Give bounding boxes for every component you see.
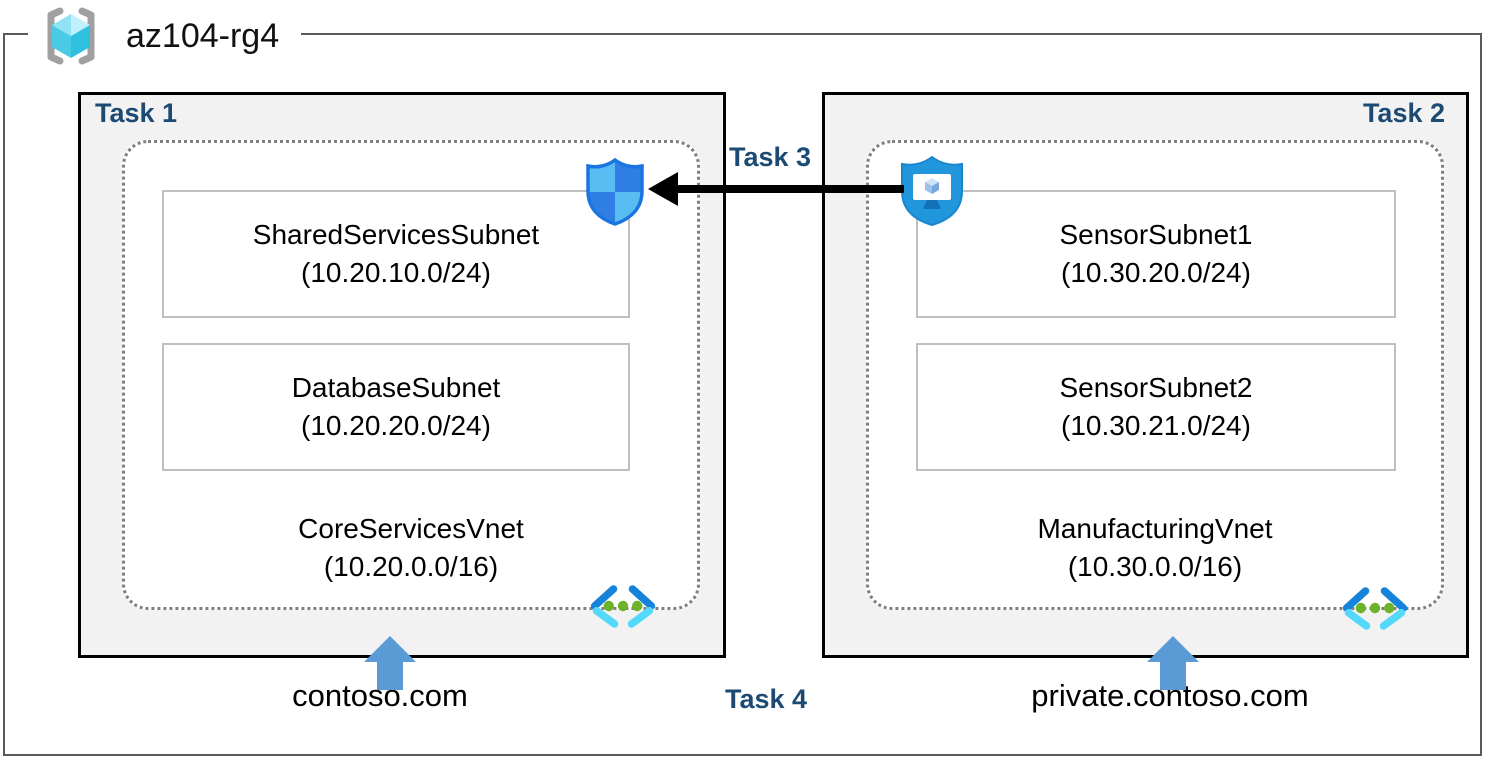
core-services-vnet-label: CoreServicesVnet (10.20.0.0/16) <box>122 510 700 586</box>
resource-group-icon <box>38 5 104 67</box>
vnet-cidr: (10.30.0.0/16) <box>1067 551 1243 582</box>
subnet-name: SensorSubnet2 <box>1059 372 1253 403</box>
sensor-subnet2-box: SensorSubnet2 (10.30.21.0/24) <box>916 343 1396 471</box>
resource-group-legend: az104-rg4 <box>28 0 302 72</box>
virtual-network-icon <box>588 584 658 628</box>
task1-label: Task 1 <box>95 98 178 128</box>
subnet-cidr: (10.20.20.0/24) <box>301 410 491 441</box>
subnet-cidr: (10.30.21.0/24) <box>1061 410 1251 441</box>
vnet-cidr: (10.20.0.0/16) <box>323 551 499 582</box>
up-arrow-icon <box>1147 636 1199 690</box>
vnet-name: ManufacturingVnet <box>1037 513 1273 544</box>
shielded-vm-icon <box>898 154 966 228</box>
task4-label: Task 4 <box>724 684 808 714</box>
shared-services-subnet-box: SharedServicesSubnet (10.20.10.0/24) <box>162 190 630 318</box>
manufacturing-vnet-label: ManufacturingVnet (10.30.0.0/16) <box>866 510 1444 586</box>
resource-group-title: az104-rg4 <box>126 16 280 55</box>
subnet-name: SharedServicesSubnet <box>252 219 540 250</box>
subnet-cidr: (10.20.10.0/24) <box>301 257 491 288</box>
nsg-shield-icon <box>585 157 645 227</box>
task3-label: Task 3 <box>728 142 812 172</box>
task2-label: Task 2 <box>1362 98 1445 128</box>
database-subnet-box: DatabaseSubnet (10.20.20.0/24) <box>162 343 630 471</box>
subnet-name: SensorSubnet1 <box>1059 219 1253 250</box>
virtual-network-icon <box>1340 586 1410 630</box>
left-arrow-icon <box>644 168 904 210</box>
up-arrow-icon <box>364 636 416 690</box>
resource-group-frame <box>3 33 1482 756</box>
sensor-subnet1-box: SensorSubnet1 (10.30.20.0/24) <box>916 190 1396 318</box>
vnet-name: CoreServicesVnet <box>298 513 524 544</box>
subnet-name: DatabaseSubnet <box>291 372 501 403</box>
subnet-cidr: (10.30.20.0/24) <box>1061 257 1251 288</box>
